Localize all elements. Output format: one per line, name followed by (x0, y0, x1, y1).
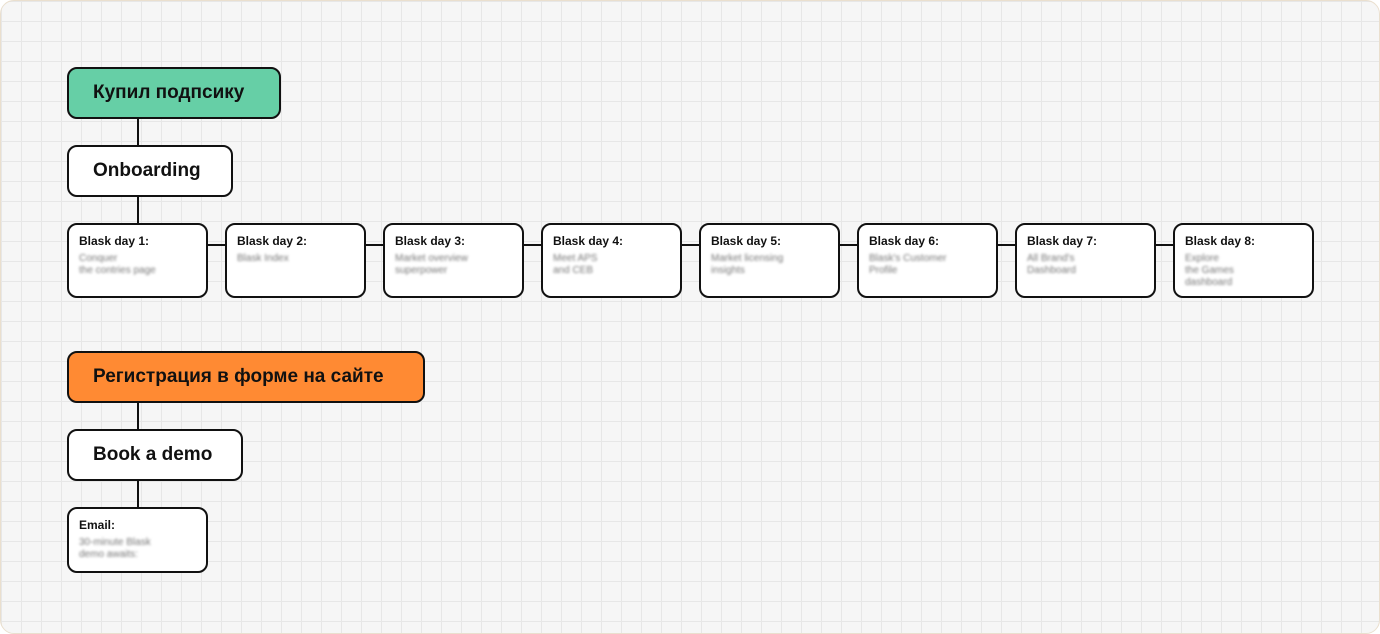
email-card[interactable]: Email: 30-minute Blask demo awaits: (67, 507, 208, 573)
email-card-title: Email: (79, 518, 116, 532)
day-card-title: Blask day 1: (79, 234, 150, 248)
subscription-start-label: Купил подпсику (93, 82, 245, 103)
connector-day3-day4 (524, 244, 542, 246)
day-card-title: Blask day 5: (711, 234, 782, 248)
connector-subscription-onboarding (137, 119, 139, 145)
day-card-description: All Brand's Dashboard (1027, 253, 1076, 276)
day-card-description: Blask Index (237, 253, 289, 264)
book-demo-node[interactable]: Book a demo (67, 429, 243, 481)
day-card-description: Conquer the contries page (79, 253, 156, 276)
day-card-description: Explore the Games dashboard (1185, 253, 1234, 288)
onboarding-label: Onboarding (93, 160, 201, 181)
day-card-8[interactable]: Blask day 8: Explore the Games dashboard (1173, 223, 1314, 298)
day-card-title: Blask day 8: (1185, 234, 1256, 248)
day-card-5[interactable]: Blask day 5: Market licensing insights (699, 223, 840, 298)
day-card-title: Blask day 7: (1027, 234, 1098, 248)
connector-registration-demo (137, 403, 139, 429)
day-card-7[interactable]: Blask day 7: All Brand's Dashboard (1015, 223, 1156, 298)
day-card-description: Market overview superpower (395, 253, 468, 276)
onboarding-node[interactable]: Onboarding (67, 145, 233, 197)
day-card-title: Blask day 6: (869, 234, 940, 248)
registration-start-label: Регистрация в форме на сайте (93, 366, 384, 387)
day-card-1[interactable]: Blask day 1: Conquer the contries page (67, 223, 208, 298)
book-demo-label: Book a demo (93, 444, 213, 465)
connector-day4-day5 (682, 244, 700, 246)
registration-start-node[interactable]: Регистрация в форме на сайте (67, 351, 425, 403)
connector-day2-day3 (366, 244, 384, 246)
day-card-description: Meet APS and CEB (553, 253, 598, 276)
connector-day5-day6 (840, 244, 858, 246)
connector-day6-day7 (998, 244, 1016, 246)
connector-day1-day2 (208, 244, 226, 246)
day-card-title: Blask day 4: (553, 234, 624, 248)
day-card-title: Blask day 3: (395, 234, 466, 248)
connector-demo-email (137, 481, 139, 507)
day-card-title: Blask day 2: (237, 234, 308, 248)
email-card-description: 30-minute Blask demo awaits: (79, 537, 151, 560)
day-card-3[interactable]: Blask day 3: Market overview superpower (383, 223, 524, 298)
day-card-description: Blask's Customer Profile (869, 253, 947, 276)
day-card-description: Market licensing insights (711, 253, 784, 276)
subscription-start-node[interactable]: Купил подпсику (67, 67, 281, 119)
connector-day7-day8 (1156, 244, 1174, 246)
day-card-2[interactable]: Blask day 2: Blask Index (225, 223, 366, 298)
day-card-4[interactable]: Blask day 4: Meet APS and CEB (541, 223, 682, 298)
day-card-6[interactable]: Blask day 6: Blask's Customer Profile (857, 223, 998, 298)
connector-onboarding-days (137, 197, 139, 223)
